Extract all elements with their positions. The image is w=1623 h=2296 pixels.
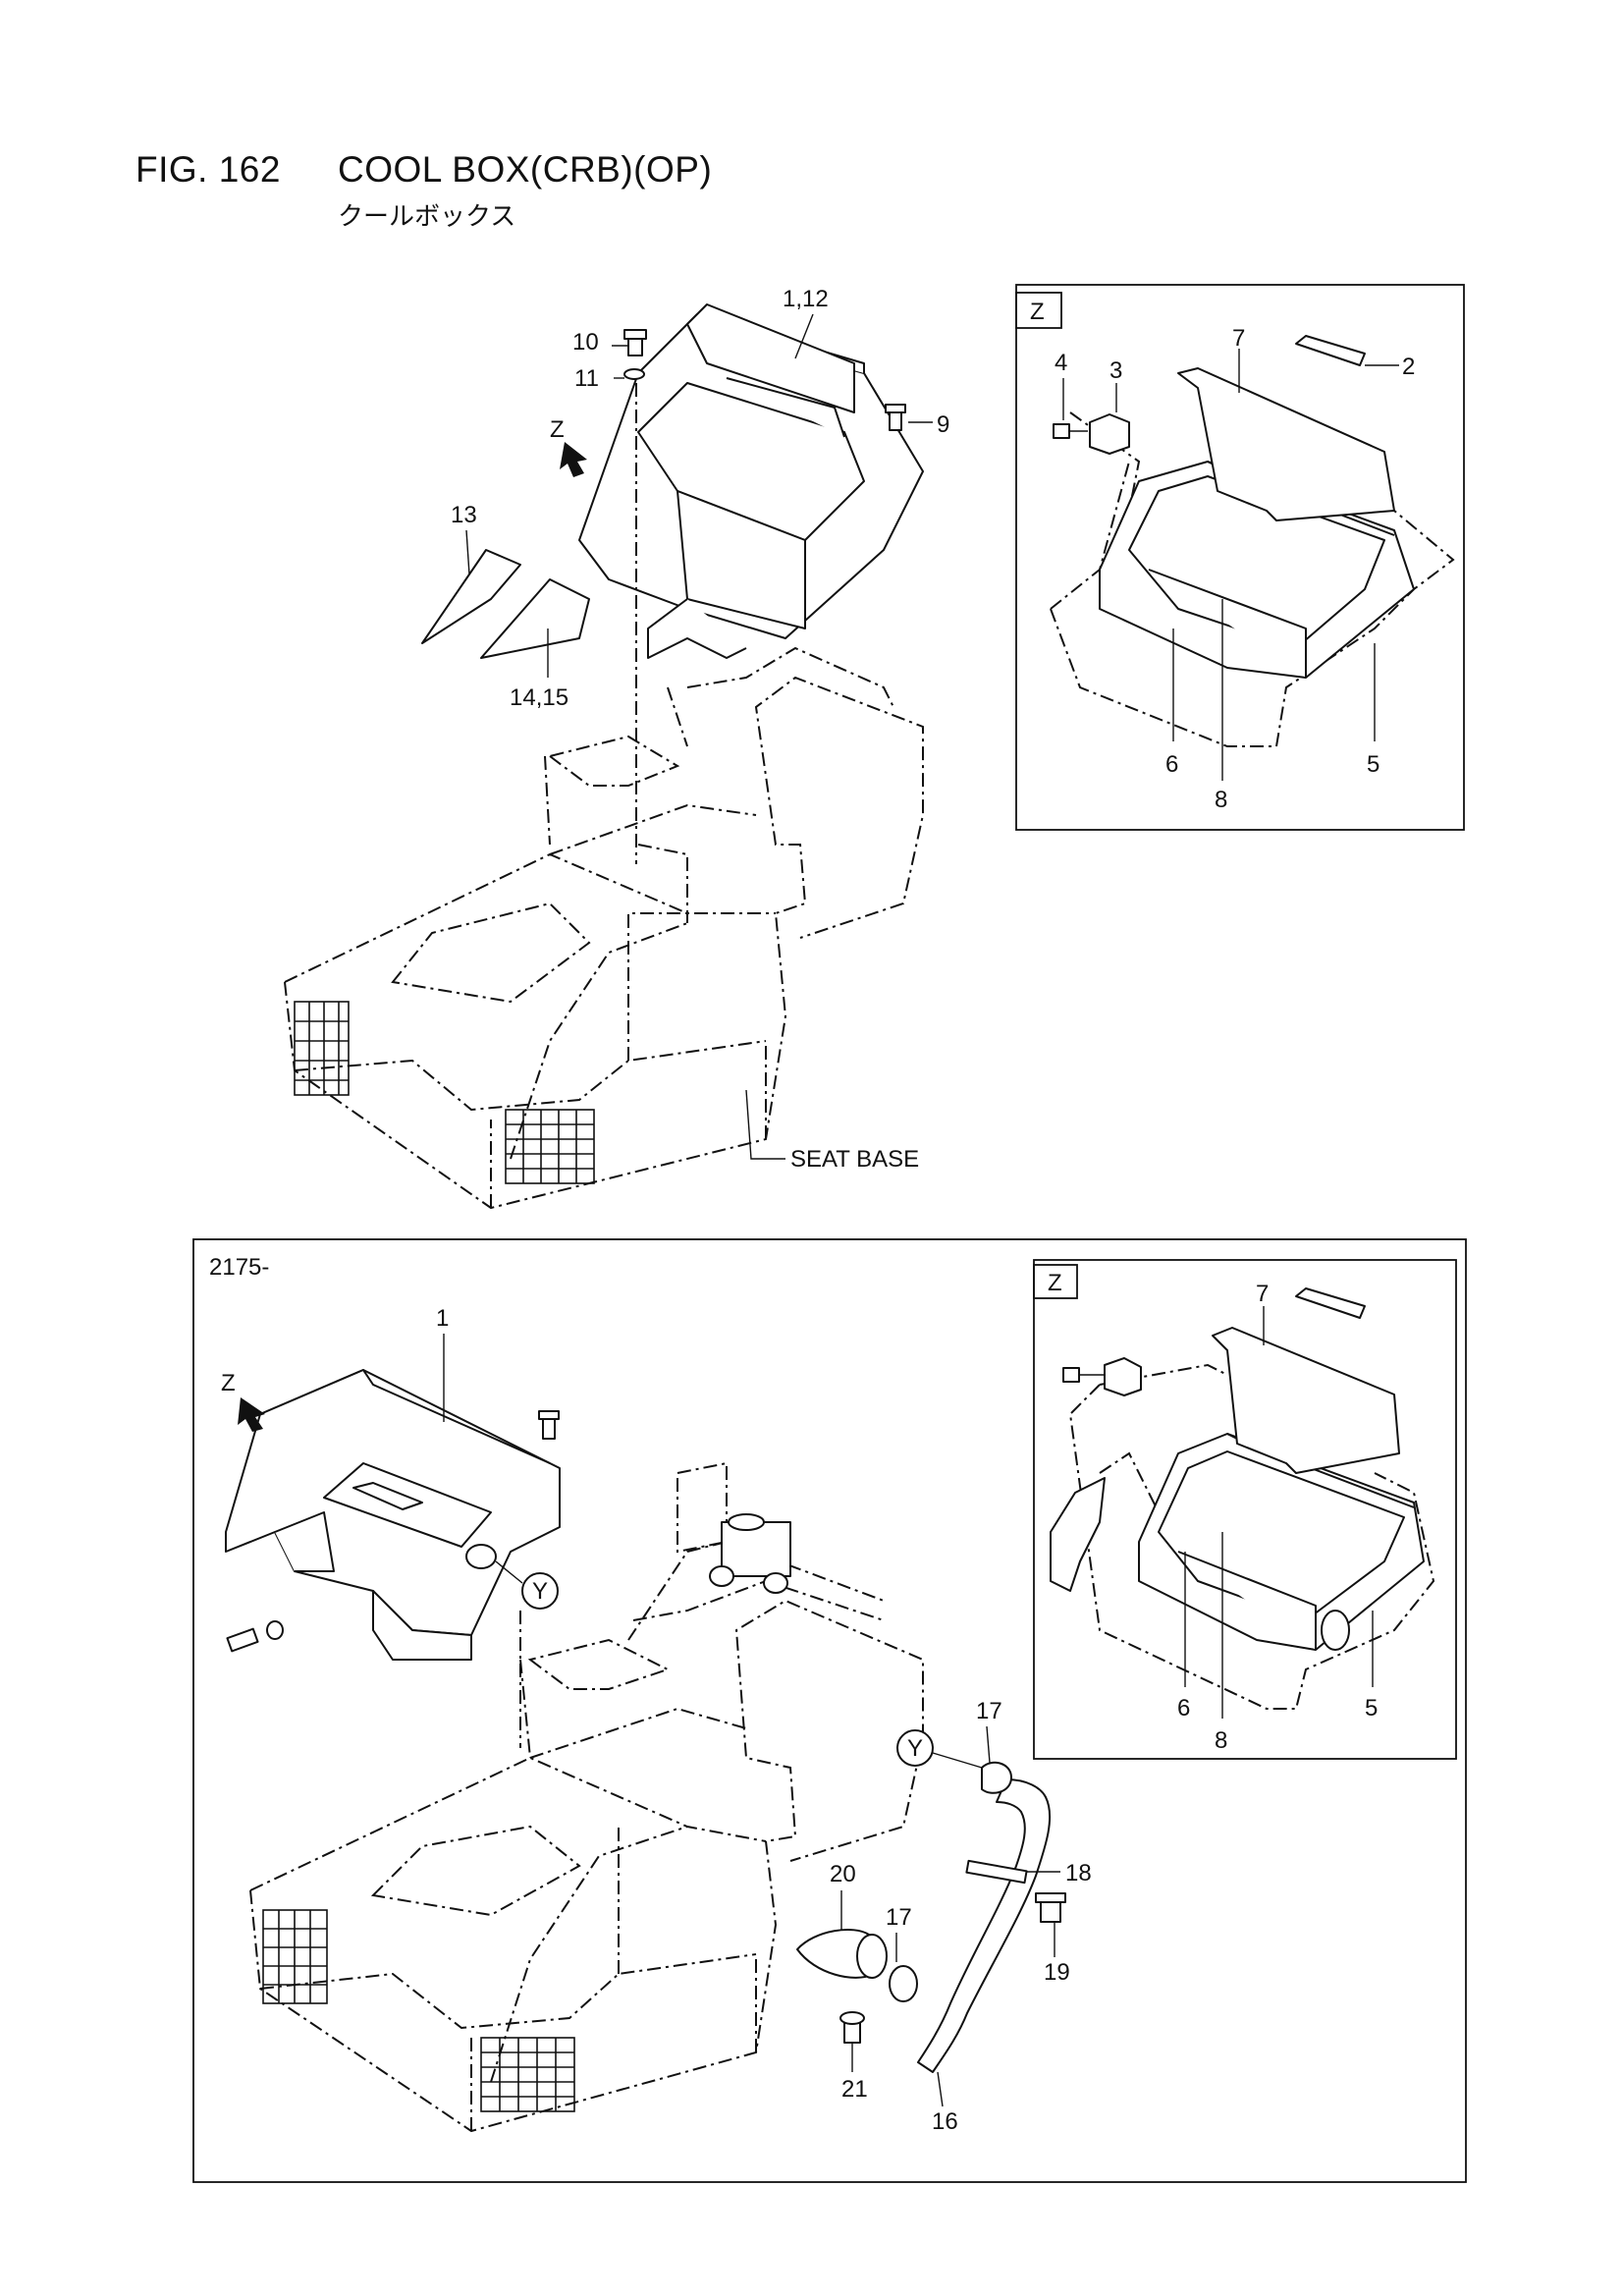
upper-inset-callout-7: 7 (1232, 325, 1245, 352)
lower-inset-callout-7: 7 (1256, 1281, 1269, 1307)
lower-inset-callout-8: 8 (1215, 1727, 1227, 1754)
callout-13: 13 (451, 502, 477, 528)
upper-inset-callout-2: 2 (1402, 354, 1415, 380)
lower-inset-view-label: Z (1048, 1270, 1062, 1296)
upper-inset-label-box (1015, 292, 1062, 329)
lower-section: 2175- (192, 1238, 1467, 2183)
callout-1: 1 (436, 1305, 449, 1332)
lower-section-frame (192, 1238, 1467, 2183)
lower-inset-z: Z 7 6 8 5 (1033, 1259, 1457, 1760)
upper-exploded-view: 1,12 10 11 9 Z 13 14,15 SEAT BASE (284, 286, 949, 1210)
callout-14-15: 14,15 (510, 684, 568, 711)
callout-21: 21 (841, 2076, 868, 2103)
upper-inset-callout-3: 3 (1109, 357, 1122, 384)
upper-seat-base-grille-side (294, 1001, 350, 1096)
lower-cool-box (225, 1369, 561, 1748)
lower-inset-callout-5: 5 (1365, 1695, 1378, 1722)
view-arrow-z-lower: Z (221, 1370, 236, 1396)
lower-inset-callout-6: 6 (1177, 1695, 1190, 1722)
lower-hose-assembly (796, 1729, 1066, 2073)
serial-label: 2175- (209, 1254, 269, 1281)
callout-18: 18 (1065, 1860, 1092, 1886)
lower-inset-label-box (1033, 1264, 1078, 1299)
callout-10: 10 (572, 329, 599, 355)
callout-1-12: 1,12 (783, 286, 829, 312)
circle-ref-y-top-label: Y (532, 1578, 548, 1605)
lower-inset-frame (1033, 1259, 1457, 1760)
callout-11: 11 (574, 365, 599, 392)
lower-seat-base-grille-front (480, 2037, 575, 2112)
upper-inset-callout-6: 6 (1165, 751, 1178, 778)
callout-17-lower: 17 (886, 1904, 912, 1931)
upper-cool-box (560, 303, 924, 864)
upper-inset-callout-4: 4 (1055, 350, 1067, 376)
upper-inset-frame (1015, 284, 1465, 831)
figure-number: FIG. 162 (135, 149, 281, 190)
lower-valve-block (709, 1513, 791, 1594)
circle-ref-y-hose-label: Y (907, 1735, 923, 1762)
upper-inset-callout-5: 5 (1367, 751, 1380, 778)
lower-seat-base-grille-side (262, 1909, 328, 2004)
upper-brackets (421, 549, 590, 659)
figure-subtitle: クールボックス (338, 202, 516, 232)
view-arrow-z-upper: Z (550, 416, 565, 443)
upper-seat-base (284, 646, 924, 1210)
circle-ref-y-hose (896, 1729, 934, 1767)
callout-20: 20 (830, 1861, 856, 1887)
upper-inset-callout-8: 8 (1215, 787, 1227, 813)
figure-title: COOL BOX(CRB)(OP) (338, 149, 713, 190)
callout-9: 9 (937, 411, 949, 438)
upper-inset-z: Z 4 3 7 2 6 8 5 (1015, 284, 1465, 831)
callout-16: 16 (932, 2108, 958, 2135)
callout-17-upper: 17 (976, 1698, 1002, 1724)
callout-19: 19 (1044, 1959, 1070, 1986)
upper-seat-base-grille-front (505, 1109, 595, 1184)
lower-seat-base (249, 1461, 924, 2133)
seat-base-label: SEAT BASE (790, 1146, 919, 1173)
upper-inset-view-label: Z (1030, 299, 1045, 325)
circle-ref-y-top (521, 1572, 559, 1610)
